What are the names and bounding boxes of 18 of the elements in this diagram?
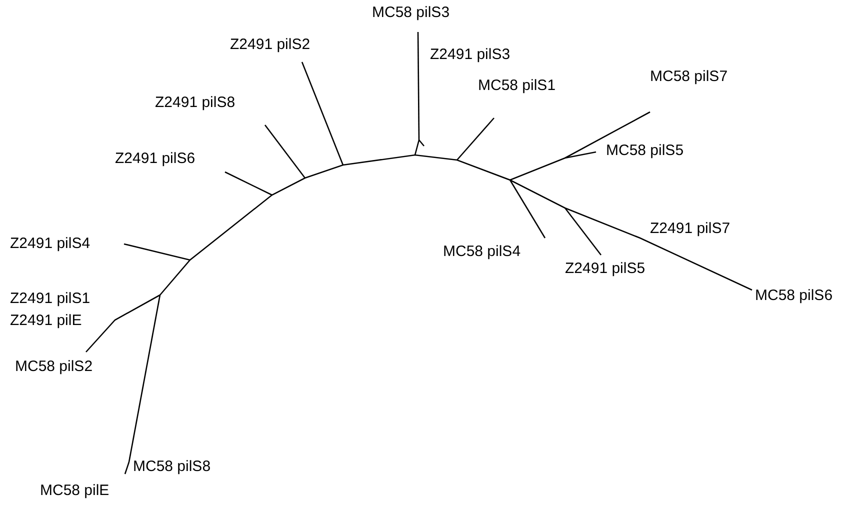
taxon-label: Z2491 pilS1 [10, 290, 90, 307]
taxon-label: MC58 pilS8 [133, 458, 211, 475]
taxon-label: Z2491 pilS4 [10, 235, 90, 252]
taxon-label: Z2491 pilS6 [115, 150, 196, 167]
taxon-label: MC58 pilS1 [478, 77, 556, 94]
taxon-label: MC58 pilS6 [755, 287, 833, 304]
taxon-label: Z2491 pilS5 [565, 260, 646, 277]
taxon-label: MC58 pilE [40, 482, 110, 499]
taxon-label: Z2491 pilE [10, 312, 82, 329]
taxon-label: Z2491 pilS8 [155, 94, 236, 111]
taxon-label: MC58 pilS7 [650, 68, 728, 85]
taxon-label: MC58 pilS2 [15, 358, 93, 375]
taxon-label: MC58 pilS5 [606, 142, 684, 159]
taxon-label: Z2491 pilS2 [230, 36, 310, 53]
taxon-label: Z2491 pilS3 [430, 46, 510, 63]
taxon-label: Z2491 pilS7 [650, 220, 730, 237]
taxon-label: MC58 pilS3 [372, 4, 450, 21]
taxon-label: MC58 pilS4 [443, 243, 521, 260]
